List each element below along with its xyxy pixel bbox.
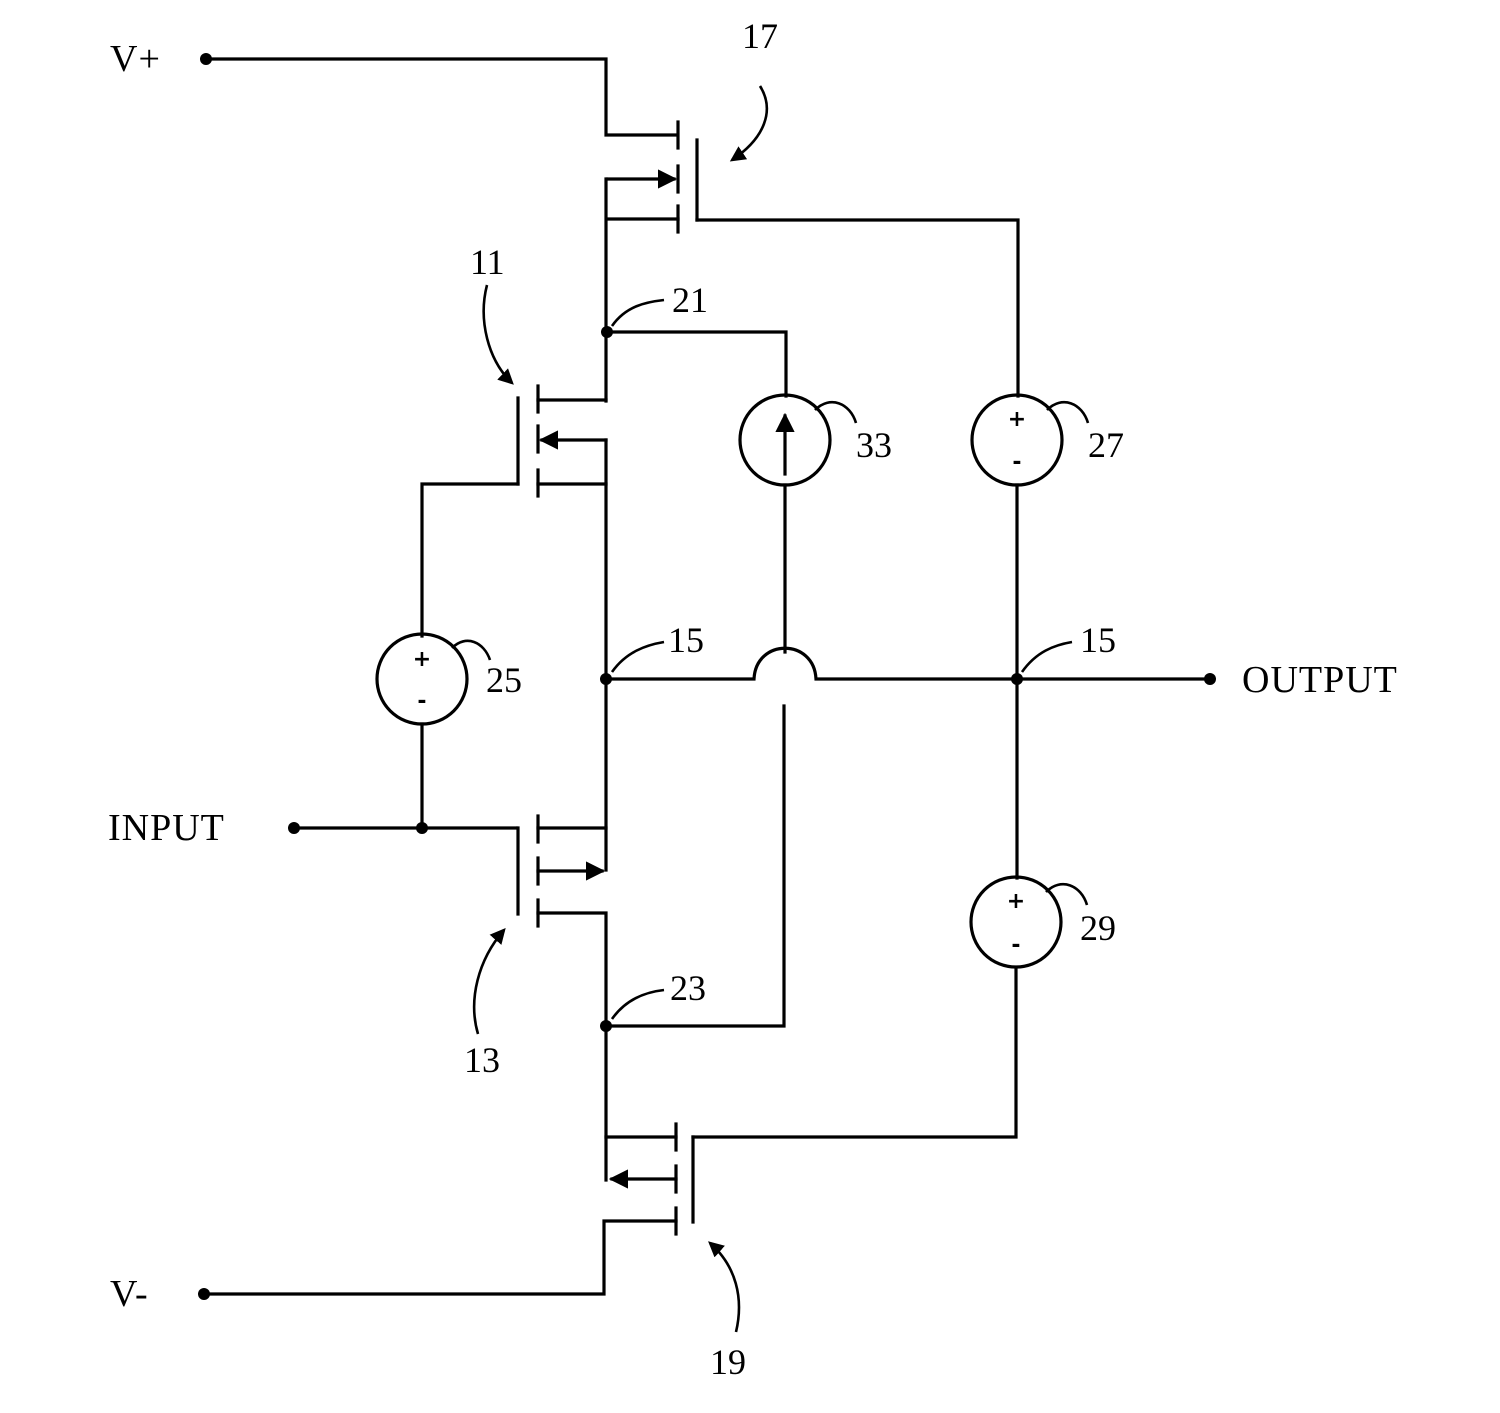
v-minus-terminal xyxy=(198,1219,678,1300)
ref-13: 13 xyxy=(464,1040,500,1080)
voltage-source-27: + - xyxy=(970,393,1090,880)
input-label: INPUT xyxy=(108,807,225,849)
ref-33: 33 xyxy=(856,425,892,465)
leader-15-right xyxy=(1020,640,1073,673)
leader-21 xyxy=(610,298,665,327)
source-27-minus: - xyxy=(1012,450,1021,475)
ref-11: 11 xyxy=(470,242,505,282)
source-29-plus: + xyxy=(1007,889,1025,914)
current-source-33 xyxy=(604,330,858,1028)
source-25-plus: + xyxy=(413,647,431,672)
ref-23: 23 xyxy=(670,968,706,1008)
pointer-arrow-11 xyxy=(482,284,514,385)
leader-23 xyxy=(610,988,665,1020)
source-25-minus: - xyxy=(417,689,426,714)
transistor-11 xyxy=(420,384,608,638)
voltage-source-25: + - xyxy=(375,632,492,830)
leader-15-left xyxy=(610,640,665,673)
source-27-plus: + xyxy=(1008,407,1026,432)
ref-29: 29 xyxy=(1080,908,1116,948)
v-minus-label: V- xyxy=(110,1273,149,1315)
pointer-arrow-19 xyxy=(708,1241,741,1333)
ref-17: 17 xyxy=(742,16,778,56)
node-23-dot xyxy=(600,1020,612,1032)
transistor-19 xyxy=(604,966,1018,1236)
source-29-minus: - xyxy=(1011,933,1020,958)
ref-21: 21 xyxy=(672,280,708,320)
node-21-dot xyxy=(601,326,613,338)
ref-15-right: 15 xyxy=(1080,620,1116,660)
node-15-right-dot xyxy=(1011,673,1023,685)
ref-25: 25 xyxy=(486,660,522,700)
output-label: OUTPUT xyxy=(1242,659,1398,701)
ref-15-left: 15 xyxy=(668,620,704,660)
transistor-17 xyxy=(606,120,1020,398)
node-15-left-dot xyxy=(600,673,612,685)
output-line xyxy=(604,646,1212,681)
pointer-arrow-13 xyxy=(472,928,506,1035)
input-terminal xyxy=(288,822,518,834)
ref-19: 19 xyxy=(710,1342,746,1382)
pointer-arrow-17 xyxy=(729,85,769,162)
ref-27: 27 xyxy=(1088,425,1124,465)
v-plus-terminal xyxy=(200,53,678,137)
transistor-13 xyxy=(516,814,608,1182)
v-plus-label: V+ xyxy=(110,38,161,80)
voltage-source-29: + - xyxy=(969,875,1089,969)
